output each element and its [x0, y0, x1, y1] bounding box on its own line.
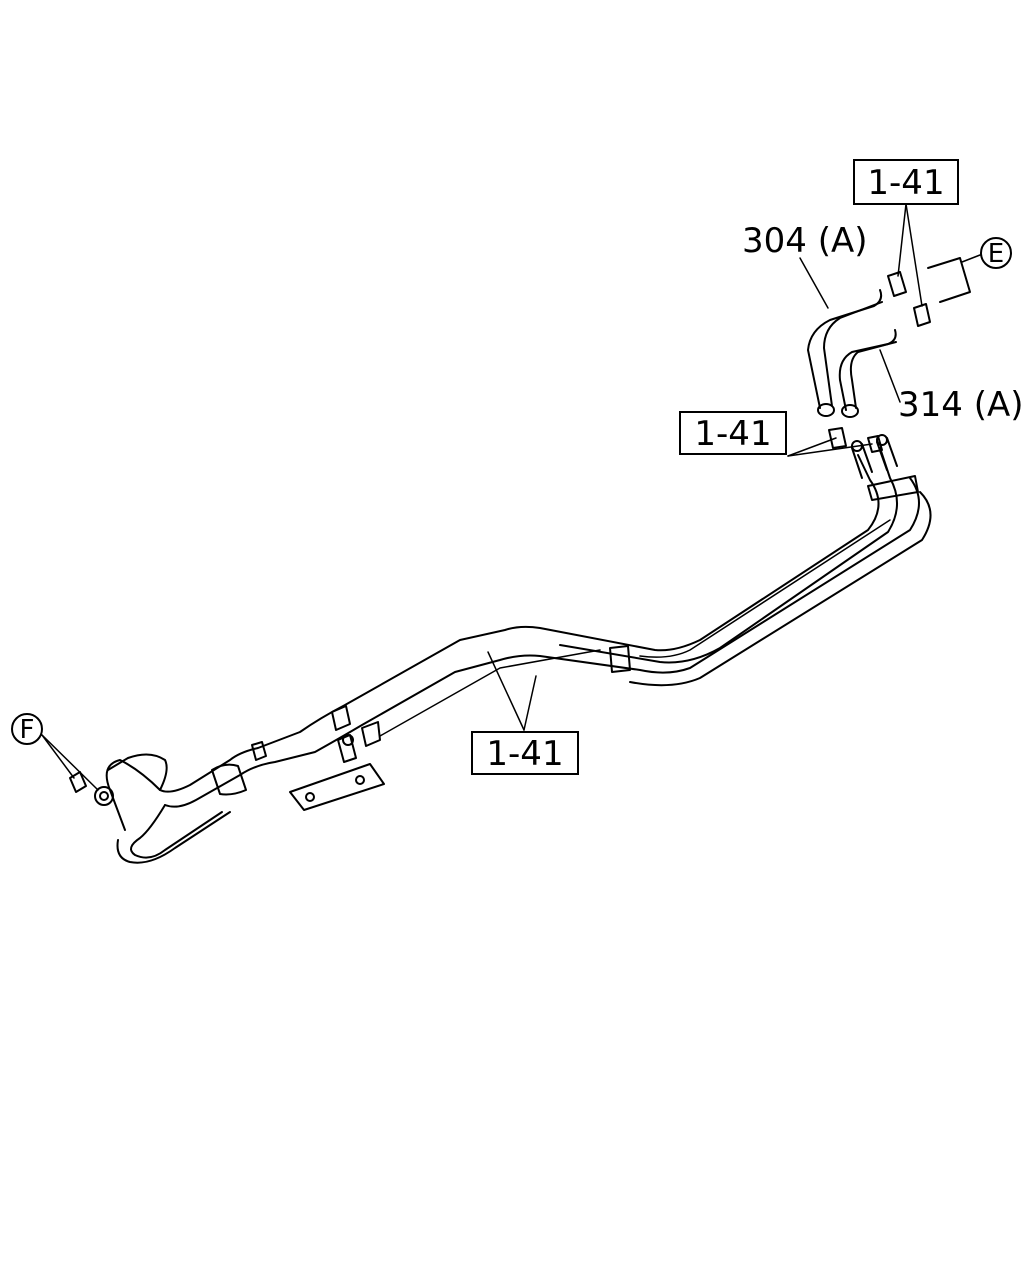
pipe-assembly	[69, 434, 932, 864]
leader-lines	[41, 203, 981, 791]
ref-mid-label: 1-41	[694, 414, 771, 454]
connector-f-label: F	[20, 715, 35, 745]
connector-e[interactable]: E	[980, 237, 1012, 269]
part-304-label[interactable]: 304 (A)	[742, 221, 868, 261]
hose-314	[838, 329, 897, 418]
connector-f[interactable]: F	[11, 713, 43, 745]
ref-box-bottom[interactable]: 1-41	[471, 731, 579, 775]
ref-box-middle[interactable]: 1-41	[679, 411, 787, 455]
part-314-label[interactable]: 314 (A)	[898, 385, 1024, 425]
hose-304	[807, 289, 883, 417]
connector-e-label: E	[988, 239, 1004, 269]
ref-box-top[interactable]: 1-41	[853, 159, 959, 205]
ref-bottom-label: 1-41	[486, 734, 563, 774]
ref-top-label: 1-41	[867, 163, 944, 203]
